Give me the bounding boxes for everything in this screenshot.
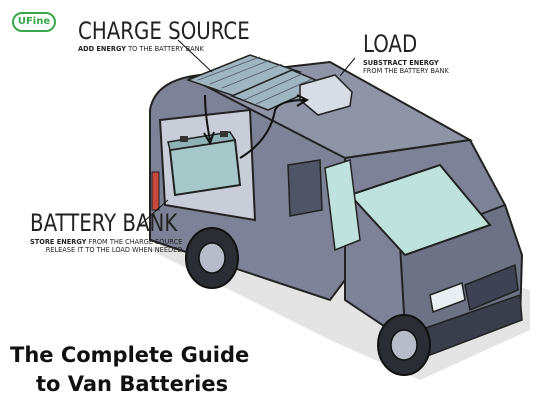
headline-line2: to Van Batteries — [36, 372, 229, 396]
battery — [167, 131, 242, 197]
grille — [464, 263, 519, 312]
leader-load — [339, 57, 356, 77]
rear-wheel — [185, 227, 239, 289]
headlight — [429, 281, 466, 314]
windshield — [348, 163, 492, 257]
leader-charge — [177, 39, 213, 73]
headline: The Complete Guide to Van Batteries — [10, 341, 249, 399]
solar-panels — [185, 54, 327, 111]
battery-bank-title: BATTERY BANK — [30, 210, 178, 238]
side-window — [324, 159, 361, 252]
ufine-logo: UFine — [12, 12, 56, 32]
front-wheel — [377, 314, 431, 376]
leader-battery — [139, 199, 169, 226]
rear-light — [151, 171, 160, 211]
arrow-charge-to-battery — [204, 94, 211, 141]
charge-source-title: CHARGE SOURCE — [78, 18, 250, 46]
load-title: LOAD — [363, 31, 418, 59]
arrow-battery-to-load — [239, 99, 306, 159]
logo-text: UFine — [17, 16, 51, 27]
rear-window — [287, 159, 323, 217]
headline-line1: The Complete Guide — [10, 343, 250, 367]
charge-source-desc: ADD ENERGY TO THE BATTERY BANK — [78, 45, 204, 53]
